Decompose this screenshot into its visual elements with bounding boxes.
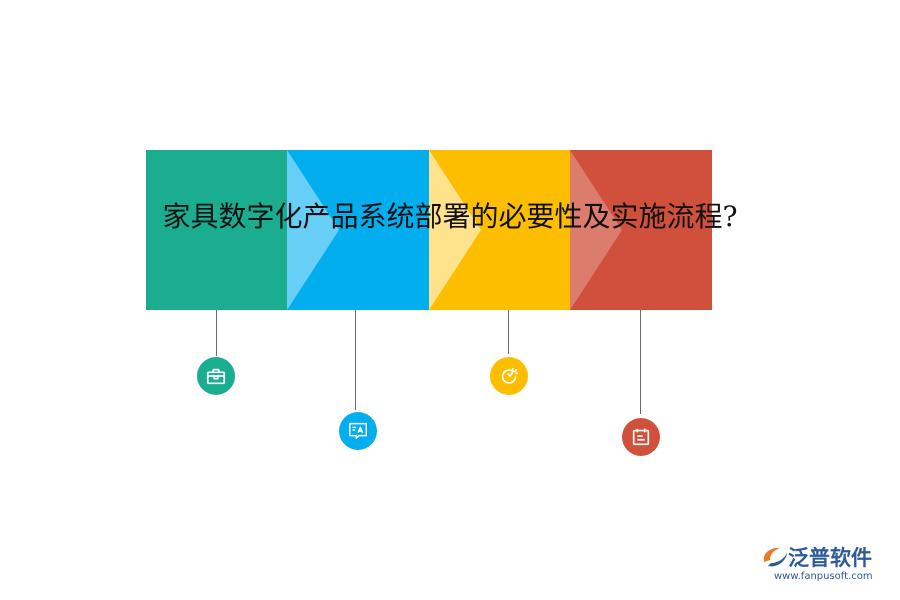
- step-block-1: [146, 150, 287, 310]
- translate-icon: [349, 422, 367, 440]
- logo-name: 泛普软件: [788, 546, 872, 570]
- connector-line-1: [216, 310, 217, 356]
- refresh-icon: [501, 367, 519, 384]
- logo-url: www.fanpusoft.com: [774, 571, 873, 582]
- step-block-2: [287, 150, 429, 310]
- connector-line-3: [508, 310, 509, 354]
- chevron-arrow-3: [429, 150, 481, 310]
- briefcase-icon: [206, 368, 226, 385]
- chevron-arrow-2: [287, 150, 339, 310]
- brand-logo: 泛普软件 www.fanpusoft.com: [760, 542, 888, 586]
- logo-mark-icon: [763, 547, 787, 567]
- step-icon-2: [339, 412, 377, 450]
- chevron-arrow-4: [570, 150, 622, 310]
- step-block-4: [570, 150, 712, 310]
- step-icon-4: [622, 418, 660, 456]
- calendar-icon: [632, 428, 650, 446]
- page-title: 家具数字化产品系统部署的必要性及实施流程?: [162, 200, 738, 233]
- connector-line-2: [355, 310, 356, 410]
- step-icon-1: [197, 357, 235, 395]
- step-icon-3: [490, 357, 528, 395]
- connector-line-4: [640, 310, 641, 414]
